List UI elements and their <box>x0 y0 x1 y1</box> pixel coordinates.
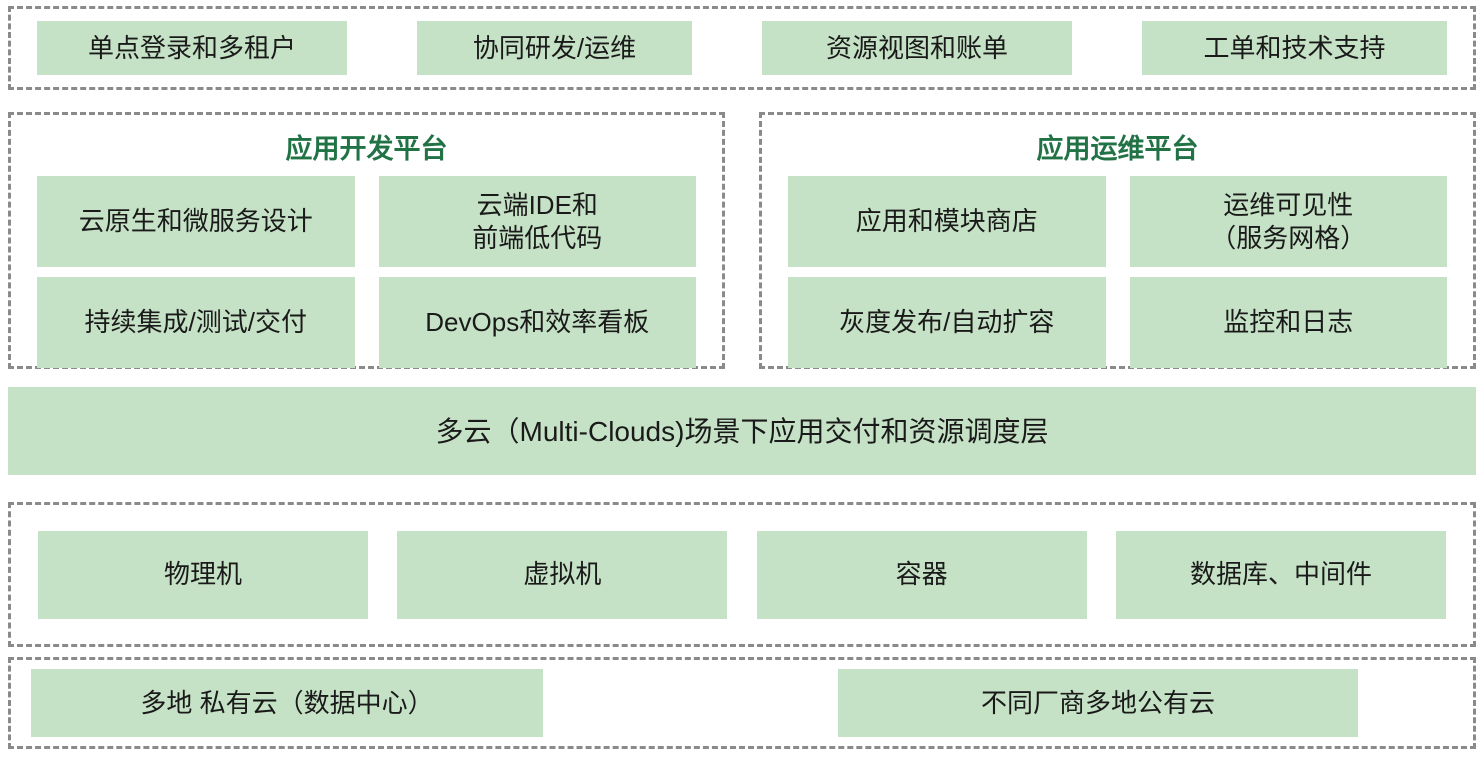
box-sso-multi-tenant: 单点登录和多租户 <box>37 21 347 75</box>
dev-platform-title: 应用开发平台 <box>285 134 448 164</box>
box-virtual-machine: 虚拟机 <box>397 530 728 619</box>
box-monitoring-logging: 监控和日志 <box>1129 277 1447 368</box>
multicloud-scheduling-layer-bar: 多云（Multi-Clouds)场景下应用交付和资源调度层 <box>8 387 1476 475</box>
box-app-module-store: 应用和模块商店 <box>788 176 1106 267</box>
box-database-middleware: 数据库、中间件 <box>1115 530 1446 619</box>
box-collab-dev-ops: 协同研发/运维 <box>417 21 692 75</box>
infrastructure-section: 物理机 虚拟机 容器 数据库、中间件 <box>8 502 1476 647</box>
box-canary-release-autoscaling: 灰度发布/自动扩容 <box>788 277 1106 368</box>
platforms-row: 应用开发平台 云原生和微服务设计 云端IDE和 前端低代码 持续集成/测试/交付… <box>8 112 1476 369</box>
dev-platform-section: 应用开发平台 云原生和微服务设计 云端IDE和 前端低代码 持续集成/测试/交付… <box>8 112 725 369</box>
clouds-section: 多地 私有云（数据中心） 不同厂商多地公有云 <box>8 657 1476 749</box>
box-private-cloud-datacenter: 多地 私有云（数据中心） <box>31 669 543 737</box>
box-multi-vendor-public-cloud: 不同厂商多地公有云 <box>838 669 1358 737</box>
box-cloud-ide-lowcode: 云端IDE和 前端低代码 <box>378 176 696 267</box>
box-resource-view-billing: 资源视图和账单 <box>762 21 1072 75</box>
box-cloud-native-microservice-design: 云原生和微服务设计 <box>37 176 355 267</box>
saas-services-section: 单点登录和多租户 协同研发/运维 资源视图和账单 工单和技术支持 <box>8 6 1476 90</box>
box-physical-machine: 物理机 <box>38 530 368 619</box>
box-container: 容器 <box>756 530 1087 619</box>
ops-platform-title: 应用运维平台 <box>1036 134 1199 164</box>
box-devops-efficiency-dashboard: DevOps和效率看板 <box>378 277 696 368</box>
dev-platform-grid: 云原生和微服务设计 云端IDE和 前端低代码 持续集成/测试/交付 DevOps… <box>11 166 722 368</box>
box-ops-observability-service-mesh: 运维可见性 （服务网格） <box>1129 176 1447 267</box>
box-ticket-tech-support: 工单和技术支持 <box>1142 21 1447 75</box>
ops-platform-section: 应用运维平台 应用和模块商店 运维可见性 （服务网格） 灰度发布/自动扩容 监控… <box>759 112 1476 369</box>
box-ci-test-delivery: 持续集成/测试/交付 <box>37 277 355 368</box>
ops-platform-grid: 应用和模块商店 运维可见性 （服务网格） 灰度发布/自动扩容 监控和日志 <box>762 166 1473 368</box>
